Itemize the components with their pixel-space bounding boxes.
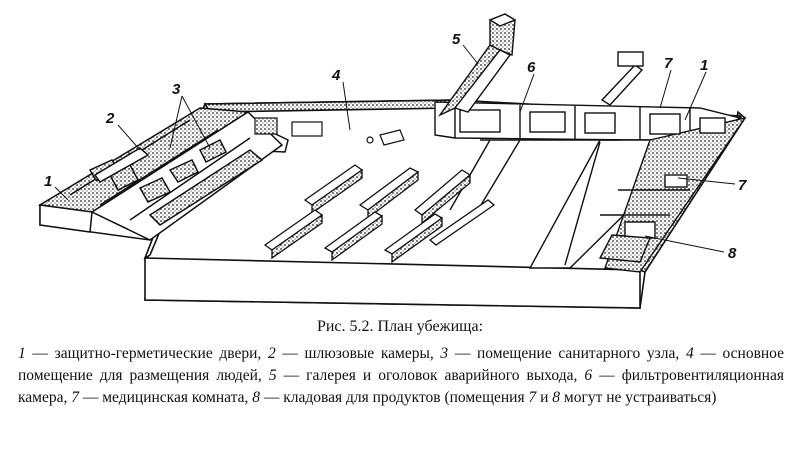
legend-num-5: 5 xyxy=(268,367,277,384)
legend-text-5: — галерея и оголовок аварийного выхода, xyxy=(276,367,585,384)
legend-num-7: 7 xyxy=(71,389,79,406)
bunks-group xyxy=(263,164,496,264)
emergency-exit-gallery xyxy=(437,13,517,117)
callout-2: 2 xyxy=(105,110,115,127)
callout-7-right: 7 xyxy=(738,177,747,194)
callout-6: 6 xyxy=(527,59,536,76)
legend-num-1: 1 xyxy=(18,345,26,362)
legend-text-8: — кладовая для продуктов (помещения xyxy=(259,389,529,406)
legend-num-2: 2 xyxy=(267,345,276,362)
legend-num-6: 6 xyxy=(584,367,593,384)
figure-caption-title: Рис. 5.2. План убежища: xyxy=(316,318,484,335)
legend-text-2: — шлюзовые камеры, xyxy=(275,345,441,362)
leader-lines xyxy=(54,44,736,253)
left-wing-rooms xyxy=(37,107,289,241)
legend-text-3: — помещение санитарного узла, xyxy=(448,345,686,362)
callout-4: 4 xyxy=(331,67,341,84)
legend-num-3: 3 xyxy=(440,345,449,362)
legend-num-8: 8 xyxy=(252,389,260,406)
legend-text-6: — фильтровентиляционная камера, xyxy=(18,367,784,406)
legend-text-8b: могут не устраиваться) xyxy=(560,389,717,406)
legend-text-7b: и xyxy=(536,389,553,406)
callout-1-left: 1 xyxy=(44,173,52,190)
hall-equipment xyxy=(254,117,405,146)
legend-num-8b: 8 xyxy=(552,389,561,406)
callout-7-top: 7 xyxy=(664,55,673,72)
right-service-rooms xyxy=(434,51,747,273)
callout-3: 3 xyxy=(172,81,181,98)
shelter-plan-diagram: 1 2 3 4 5 6 7 7 1 8 xyxy=(37,13,747,309)
legend-text-4: — основное помещение для размещения люде… xyxy=(18,345,784,384)
callout-5: 5 xyxy=(452,31,461,48)
callout-1-right: 1 xyxy=(700,57,708,74)
legend-num-7b: 7 xyxy=(528,389,537,406)
legend-num-4: 4 xyxy=(685,345,694,362)
legend-text-7: — медицинская комната, xyxy=(79,389,253,406)
figure-legend: 1 — защитно-герметические двери, 2 — шлю… xyxy=(18,343,784,409)
callout-8: 8 xyxy=(728,245,737,262)
legend-text-1: — защитно-герметические двери, xyxy=(25,345,268,362)
